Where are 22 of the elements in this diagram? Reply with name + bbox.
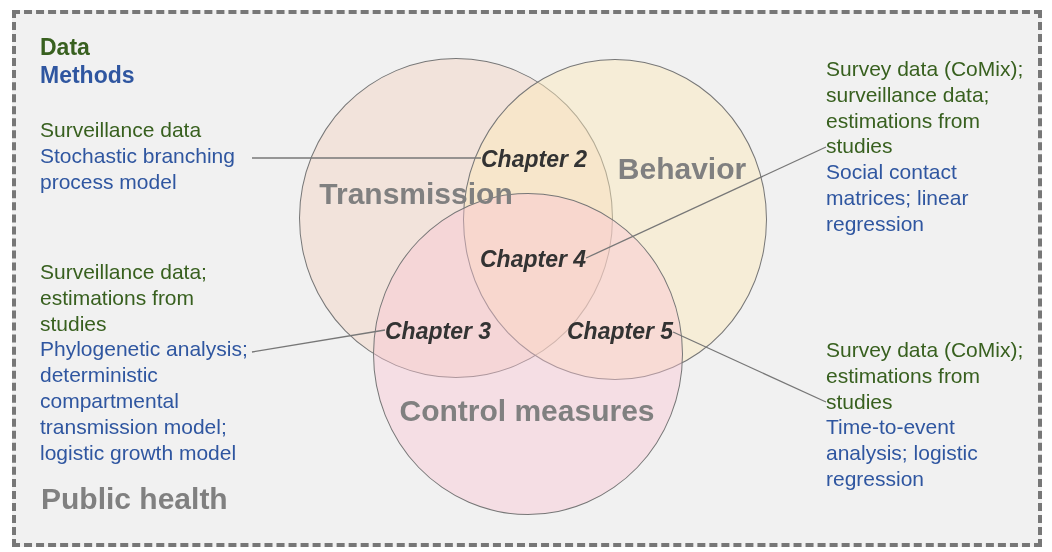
data-text: Surveillance data [40, 117, 203, 143]
legend-entry: Methods [40, 61, 135, 89]
circle-label: Behavior [617, 152, 747, 186]
data-text: Survey data (CoMix); surveillance data; estimations from studies [826, 56, 1025, 160]
data-text: Surveillance data; estimations from studies [40, 259, 208, 337]
chapter-label: Chapter 3 [385, 318, 492, 345]
leader-line [251, 157, 482, 159]
legend-entry: Data [40, 33, 91, 61]
data-text: Survey data (CoMix); estimations from studies [826, 337, 1025, 415]
method-text: Social contact matrices; linear regression [826, 159, 970, 237]
region-title: Public health [41, 482, 228, 516]
circle-label: Control measures [399, 394, 655, 428]
chapter-label: Chapter 5 [567, 318, 674, 345]
chapter-label: Chapter 4 [480, 246, 587, 273]
method-text: Stochastic branching process model [40, 142, 236, 195]
chapter-label: Chapter 2 [481, 146, 588, 173]
dashed-region [12, 10, 1042, 547]
leader-line [672, 331, 827, 403]
leader-line [585, 146, 827, 259]
method-text: Phylogenetic analysis; deterministic compartmental transmission model; logistic growth model [40, 336, 249, 466]
leader-line [251, 329, 386, 353]
method-text: Time-to-event analysis; logistic regression [826, 414, 979, 492]
